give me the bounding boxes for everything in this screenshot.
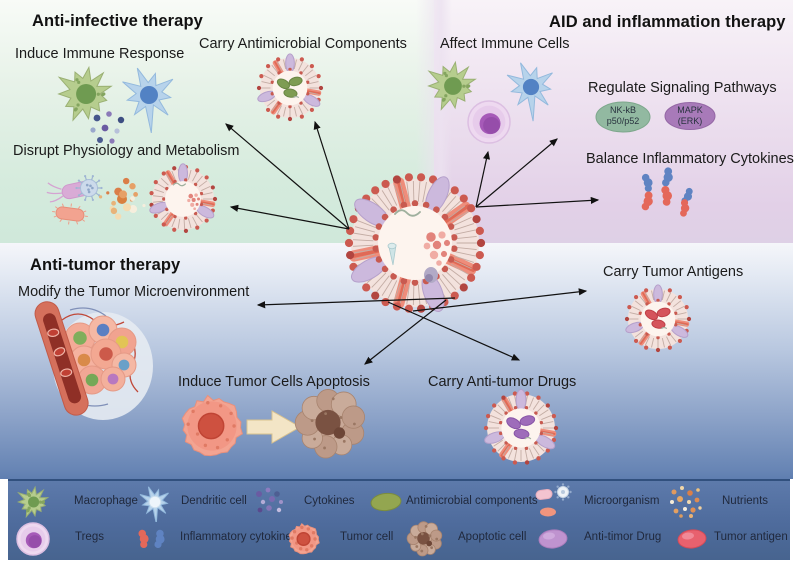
label-affect-immune-cells: Affect Immune Cells — [440, 36, 570, 52]
cytokine-bean — [138, 529, 149, 549]
vesicle-tumor-antigens — [624, 284, 692, 353]
tregs-icon — [16, 522, 50, 556]
vesicle-central — [344, 173, 486, 313]
virus — [75, 175, 103, 201]
anti-tumor-drug-icon — [538, 529, 568, 549]
label-induce-immune-response: Induce Immune Response — [15, 46, 185, 62]
cytokine-bean — [661, 186, 673, 206]
tumor-microenvironment-graphic — [34, 301, 153, 420]
legend-label: Antimicrobial components — [406, 495, 538, 507]
legend-label: Inflammatory cytokines — [180, 531, 298, 543]
cytokine-bean — [641, 191, 653, 211]
vesicle-disrupt — [149, 163, 218, 233]
tumor-cell-icon — [288, 523, 320, 555]
microorganisms-cluster — [46, 175, 103, 225]
legend-label: Tregs — [75, 531, 104, 543]
legend-label: Nutrients — [722, 495, 769, 507]
treg-cell — [467, 100, 511, 144]
mapk-badge — [664, 102, 716, 130]
label-carry-antimicrobial: Carry Antimicrobial Components — [199, 36, 407, 52]
bacterium-salmon — [52, 203, 88, 225]
macrophage-cell-right — [427, 60, 477, 111]
tumor-cell-main — [181, 394, 243, 457]
legend-bar: Macrophage Dendritic cell Cytokines Anti… — [8, 479, 790, 560]
apoptotic-cell — [406, 521, 443, 557]
blood-vessel — [34, 301, 89, 416]
tumor-antigen-icon — [677, 529, 707, 549]
cytokine-bean — [662, 167, 673, 187]
arrows — [225, 120, 600, 365]
nutrients-icon — [670, 486, 702, 518]
microorganism-icon — [535, 483, 572, 517]
legend-label: Apoptotic cell — [458, 531, 527, 543]
legend-label: Cytokines — [304, 495, 355, 507]
aid-title: AID and inflammation therapy — [549, 13, 786, 31]
tumor-cell — [288, 523, 320, 555]
legend-label: Tumor antigen — [714, 531, 788, 543]
antimicrobial-components-icon — [370, 492, 402, 512]
dendritic-cell-left — [122, 67, 174, 134]
treg-cell — [16, 522, 50, 556]
label-induce-apoptosis: Induce Tumor Cells Apoptosis — [178, 374, 370, 390]
anti-infective-title: Anti-infective therapy — [32, 12, 203, 30]
legend-label: Macrophage — [74, 495, 138, 507]
legend-label: Anti-timor Drug — [584, 531, 662, 543]
legend-label: Microorganism — [584, 495, 660, 507]
label-carry-drugs: Carry Anti-tumor Drugs — [428, 374, 577, 390]
mapk-badge-text: MAPK (ERK) — [677, 105, 703, 126]
apoptotic-cell-icon — [406, 521, 443, 557]
apoptotic-cell-main — [294, 389, 365, 459]
legend-label: Tumor cell — [340, 531, 394, 543]
inflammatory-cytokines-icon — [138, 529, 165, 549]
cytokine-bean — [154, 529, 165, 549]
dendritic-cell-icon — [139, 486, 169, 522]
macrophage-icon — [16, 485, 50, 519]
macrophage-cell-left — [57, 65, 113, 122]
nfkb-badge — [595, 101, 651, 133]
label-disrupt-physiology: Disrupt Physiology and Metabolism — [13, 143, 240, 159]
apoptosis-block-arrow — [246, 410, 302, 444]
vesicle-antimicrobial — [256, 53, 324, 122]
nutrients-cluster — [99, 177, 146, 220]
anti-tumor-title: Anti-tumor therapy — [30, 256, 181, 274]
label-regulate-signaling: Regulate Signaling Pathways — [588, 80, 777, 96]
label-modify-microenvironment: Modify the Tumor Microenvironment — [18, 284, 250, 300]
inflammatory-cytokines-cluster — [641, 167, 693, 217]
cytokines-icon — [256, 487, 283, 513]
dendritic-cell — [139, 486, 169, 522]
cytokines-cluster-left — [90, 111, 125, 144]
cytokine-bean — [680, 199, 690, 217]
nfkb-badge-text: NK-kB p50/p52 — [606, 105, 640, 126]
label-carry-antigens: Carry Tumor Antigens — [603, 264, 744, 280]
cytokine-bean — [641, 173, 653, 192]
dendritic-cell-right — [506, 62, 553, 122]
macrophage-cell — [16, 485, 50, 519]
legend-label: Dendritic cell — [181, 495, 247, 507]
vesicle-anti-tumor-drugs — [483, 389, 559, 465]
label-balance-cytokines: Balance Inflammatory Cytokines — [586, 151, 794, 167]
